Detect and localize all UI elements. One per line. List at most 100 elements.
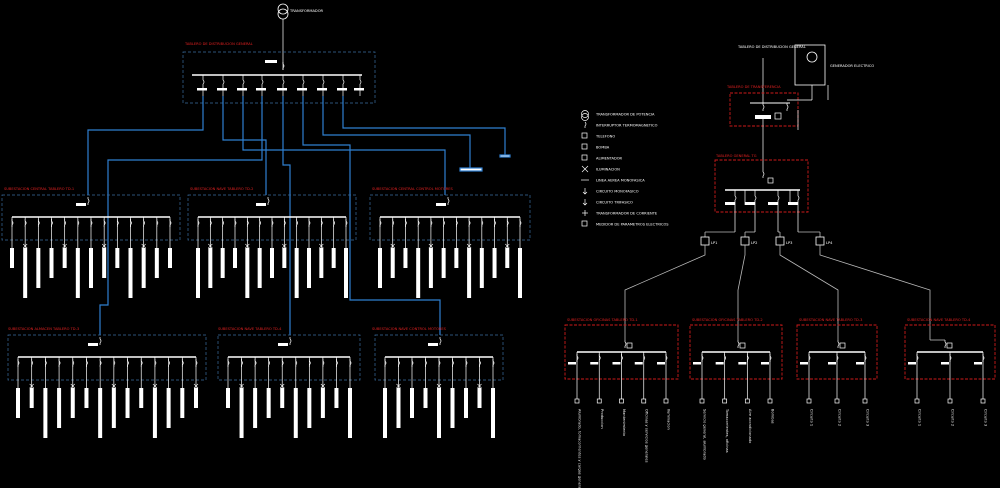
right-distribution-diagram: TABLERO DE DISTRIBUCION GENERAL GENERADO… <box>564 44 996 488</box>
circuit-load <box>294 248 299 298</box>
meter-icon <box>700 236 710 246</box>
circuit-label: Circuito 1 <box>918 409 922 426</box>
breaker-icon <box>982 354 985 362</box>
sub-panel-box <box>7 334 207 381</box>
breaker-icon <box>234 219 237 227</box>
breaker-icon <box>140 359 143 367</box>
star-icon <box>428 243 434 249</box>
main-panel-breakers <box>192 60 364 96</box>
right-sub-panel-r2: SUBESTACION OFICINAS TABLERO TD-2Servici… <box>689 318 783 460</box>
sub-panel-p3: SUBESTACION CENTRAL CONTROL MOTORES <box>369 187 531 298</box>
breaker-icon <box>282 62 285 70</box>
breaker-icon <box>443 219 445 227</box>
circuit-load <box>208 248 213 288</box>
left-distribution-diagram: TRANSFORMADOR TABLERO DE DISTRIBUCION GE… <box>1 3 531 438</box>
circuit-breaker-bar <box>715 362 724 365</box>
circuit-load <box>410 388 414 418</box>
star-icon <box>320 383 326 389</box>
circuit-breaker-bar <box>908 362 916 365</box>
breaker-icon <box>77 219 80 227</box>
breaker-icon <box>734 194 737 202</box>
breaker-icon <box>143 219 146 227</box>
breaker-icon <box>64 219 67 227</box>
meter-icon <box>774 112 782 120</box>
breaker-icon <box>197 219 200 227</box>
feeder-line <box>99 96 263 335</box>
legend-label: LINEA AEREA MONOFASICA <box>596 179 645 183</box>
legend-label: TRANSFORMADOR DE CORRIENTE <box>595 212 658 216</box>
circuit-load <box>416 248 421 298</box>
breaker-icon <box>282 78 285 86</box>
transfer-panel-box <box>729 92 799 127</box>
breaker-icon <box>808 354 811 362</box>
breaker-icon <box>320 219 323 227</box>
breaker-icon <box>465 359 468 367</box>
circuit-breaker-bar <box>761 362 769 365</box>
breaker-icon <box>576 354 579 362</box>
breaker-icon <box>425 359 427 367</box>
breaker-icon <box>209 219 212 227</box>
line-label: LP1 <box>711 241 717 245</box>
legend-item: BOMBA <box>581 143 610 150</box>
panel-main-bar <box>278 343 288 346</box>
breaker-icon <box>283 219 286 227</box>
breaker-icon <box>202 78 205 86</box>
star-icon <box>239 383 244 389</box>
meter-icon <box>739 342 746 349</box>
circuit-breaker-bar <box>693 362 701 365</box>
breaker-bar <box>297 88 307 91</box>
breaker-icon <box>302 78 305 86</box>
breaker-bar <box>317 88 327 91</box>
legend-label: CIRCUITO TRIFASICO <box>596 201 633 205</box>
circuit-load <box>245 248 250 298</box>
breaker-icon <box>398 359 400 367</box>
circuit-load <box>270 248 274 278</box>
feeder-lines <box>87 96 511 335</box>
legend-item: ALIMENTADOR <box>581 154 623 161</box>
sub-panel-box <box>689 324 783 380</box>
circuit-load <box>57 388 62 428</box>
sub-panel-title: SUBESTACION NAVE TABLERO TD-2 <box>190 187 253 191</box>
load-icon <box>767 398 773 404</box>
circuit-label: Circuito 2 <box>838 409 842 426</box>
breaker-icon <box>447 197 450 205</box>
circuit-load <box>220 248 225 278</box>
breaker-icon <box>494 219 496 227</box>
circuit-load <box>383 388 387 438</box>
star-icon <box>111 383 117 389</box>
breaker-icon <box>359 78 362 86</box>
circuit-load <box>390 248 395 278</box>
breaker-bar <box>217 88 227 91</box>
circuit-label: Circuito 3 <box>984 409 988 426</box>
meter-icon <box>626 342 633 349</box>
star-icon <box>193 383 199 389</box>
breaker-icon <box>665 354 668 362</box>
circuit-breaker-bar <box>657 362 665 365</box>
legend-label: ALIMENTADOR <box>596 157 623 161</box>
circuit-breaker-bar <box>828 362 836 365</box>
breaker-icon <box>289 337 292 345</box>
circuit-breaker-bar <box>800 362 808 365</box>
circuit-load <box>111 388 116 428</box>
breaker-icon <box>242 78 245 86</box>
breaker-icon <box>762 170 765 178</box>
star-icon <box>280 383 285 389</box>
circuit-load <box>180 388 185 418</box>
breaker-icon <box>227 359 230 367</box>
circuit-load <box>141 248 146 288</box>
legend-item: TELEFONO <box>581 132 615 139</box>
transfer-breaker <box>755 115 771 119</box>
circuit-breaker-bar <box>634 362 643 365</box>
transformer-icon <box>581 113 589 121</box>
circuit-load <box>62 248 67 268</box>
circuit-load <box>89 248 93 288</box>
meter-icon <box>581 220 588 227</box>
line-label: LP3 <box>786 241 792 245</box>
feeder-line <box>302 96 441 335</box>
circuit-load <box>10 248 14 268</box>
load-icon <box>980 398 986 404</box>
breaker-icon <box>456 219 458 227</box>
breaker-icon <box>342 78 345 86</box>
legend-item: MEDIDOR DE PARAMETROS ELECTRICOS <box>581 220 669 227</box>
